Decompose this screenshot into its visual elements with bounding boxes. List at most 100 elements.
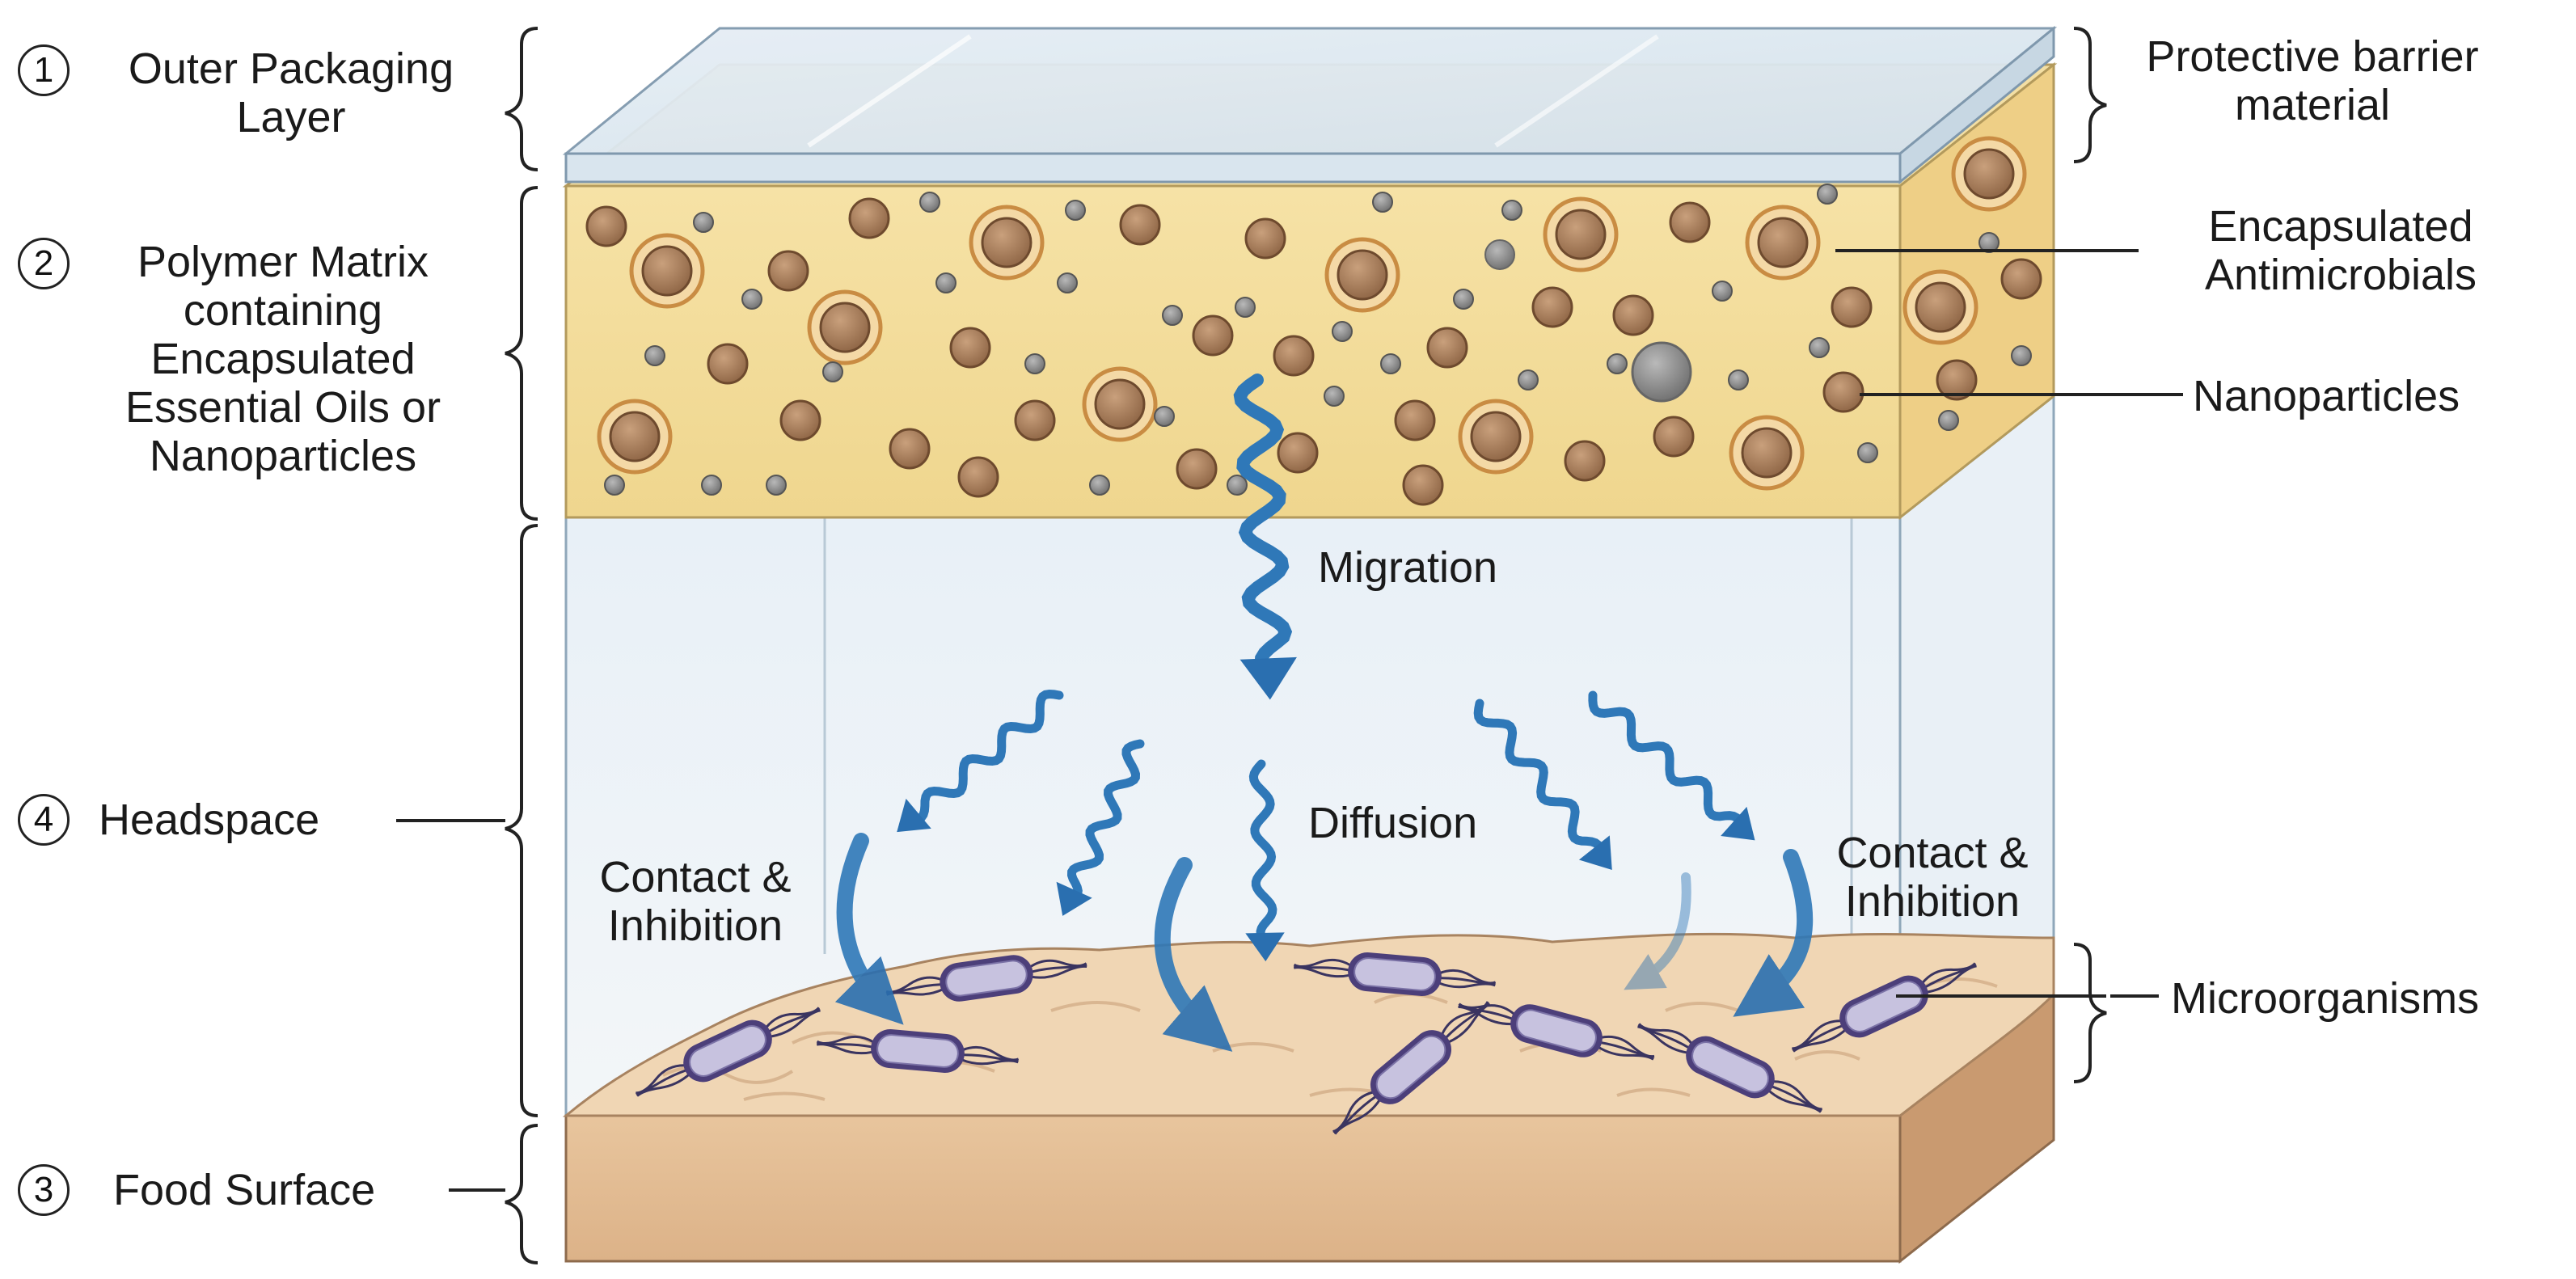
label-microorganisms: Microorganisms [2171, 974, 2480, 1023]
nanoparticle [1024, 353, 1045, 374]
label-contact-left-line2: Inhibition [607, 901, 783, 950]
label-polymer-line5: Nanoparticles [149, 432, 417, 480]
label-polymer-line4: Essential Oils or [125, 383, 441, 432]
diffusion-arrow-head [1578, 835, 1612, 871]
encapsulated-antimicrobial-core [1337, 249, 1388, 301]
nanoparticle [701, 475, 722, 496]
microorganism [1792, 962, 1977, 1053]
nanoparticle [693, 212, 714, 233]
antimicrobial-particle [1394, 399, 1436, 441]
label-contact-inhibition-right: Contact & Inhibition [1807, 829, 2058, 926]
diffusion-arrow-head [1056, 881, 1092, 916]
antimicrobial-particle [1176, 448, 1218, 490]
brace-food [505, 1124, 538, 1264]
encapsulated-antimicrobial-core [1963, 148, 2015, 200]
nanoparticle [766, 475, 787, 496]
diffusion-arrow [901, 689, 1064, 829]
nanoparticle [1607, 353, 1628, 374]
antimicrobial-particle [1426, 327, 1468, 369]
nanoparticle [1484, 239, 1515, 270]
nanoparticle [1332, 321, 1353, 342]
migration-arrow-head [1239, 656, 1297, 700]
microorganism [636, 1007, 821, 1097]
encapsulated-antimicrobial-core [1555, 209, 1607, 260]
nanoparticle [2011, 345, 2032, 366]
diffusion-arrow [1062, 739, 1145, 910]
nanoparticle [1057, 272, 1078, 293]
label-barrier-line2: material [2234, 81, 2391, 129]
antimicrobial-particle [585, 205, 627, 247]
brace-outer-layer [505, 27, 538, 171]
contact-arrow-right [1733, 849, 1814, 1017]
label-headspace: Headspace [99, 796, 320, 844]
label-migration: Migration [1318, 543, 1498, 592]
nanoparticle [919, 192, 940, 213]
brace-microorganisms [2073, 943, 2107, 1083]
microorganism [816, 1029, 1020, 1073]
encapsulated-antimicrobial-core [1915, 281, 1966, 333]
nanoparticle [741, 289, 762, 310]
nanoparticle [1817, 184, 1838, 205]
number-badge-3: 3 [18, 1164, 70, 1216]
nanoparticle [1712, 281, 1733, 302]
microorganism [1293, 952, 1497, 996]
label-polymer-line2: containing [183, 286, 383, 335]
number-badge-2: 2 [18, 238, 70, 289]
diffusion-arrow [1588, 690, 1751, 838]
label-outer-line1: Outer Packaging [128, 44, 454, 93]
antimicrobial-particle [1192, 314, 1234, 357]
antimicrobial-particle [889, 428, 931, 470]
encapsulated-antimicrobial-core [981, 217, 1033, 268]
microorganism [1637, 1023, 1822, 1113]
nanoparticle [1453, 289, 1474, 310]
antimicrobial-particle [1119, 204, 1161, 246]
contact-arrow-mid [1154, 857, 1233, 1052]
nanoparticle [1380, 353, 1401, 374]
food-front-face [564, 1114, 1902, 1263]
antimicrobial-particle [1936, 359, 1978, 401]
antimicrobial-particle [707, 343, 749, 385]
label-encapsulated-line1: Encapsulated [2208, 202, 2473, 251]
contact-arrow-faint [1624, 872, 1691, 990]
label-outer-packaging: Outer Packaging Layer [89, 44, 493, 141]
brace-barrier [2073, 27, 2107, 163]
antimicrobial-particle [779, 399, 821, 441]
nanoparticle [1065, 200, 1086, 221]
encapsulated-antimicrobial-core [641, 245, 693, 297]
outer-packaging-film [562, 25, 2058, 185]
antimicrobial-particle [1653, 416, 1695, 458]
encapsulated-antimicrobial-core [1094, 378, 1146, 430]
antimicrobial-particle [1402, 464, 1444, 506]
nanoparticle [1089, 475, 1110, 496]
diffusion-arrow [1473, 699, 1610, 866]
diffusion-arrow [1248, 759, 1277, 955]
label-polymer-line1: Polymer Matrix [137, 238, 429, 286]
particle-group [585, 136, 2042, 506]
nanoparticle [604, 475, 625, 496]
arrow-group [834, 374, 1814, 1052]
nanoparticle [1227, 475, 1248, 496]
label-protective-barrier: Protective barrier material [2110, 32, 2515, 129]
migration-arrow [1233, 374, 1293, 690]
label-contact-left-line1: Contact & [599, 853, 792, 901]
label-contact-right-line2: Inhibition [1844, 877, 2021, 926]
nanoparticle [1938, 410, 1959, 431]
nanoparticle [1728, 369, 1749, 390]
label-food-surface: Food Surface [113, 1166, 376, 1214]
antimicrobial-particle [2000, 258, 2042, 300]
number-badge-4: 4 [18, 794, 70, 846]
antimicrobial-particle [1244, 217, 1286, 260]
nanoparticle-large [1631, 341, 1692, 403]
nanoparticle [644, 345, 665, 366]
label-contact-right-line1: Contact & [1836, 829, 2029, 877]
antimicrobial-particle [1277, 432, 1319, 474]
encapsulated-antimicrobial-core [1757, 217, 1809, 268]
encapsulated-antimicrobial-core [1470, 411, 1522, 462]
encapsulated-antimicrobial-core [609, 411, 661, 462]
label-outer-line2: Layer [236, 93, 346, 141]
nanoparticle [1501, 200, 1522, 221]
brace-polymer [505, 186, 538, 521]
antimicrobial-particle [1669, 201, 1711, 243]
nanoparticle [1518, 369, 1539, 390]
